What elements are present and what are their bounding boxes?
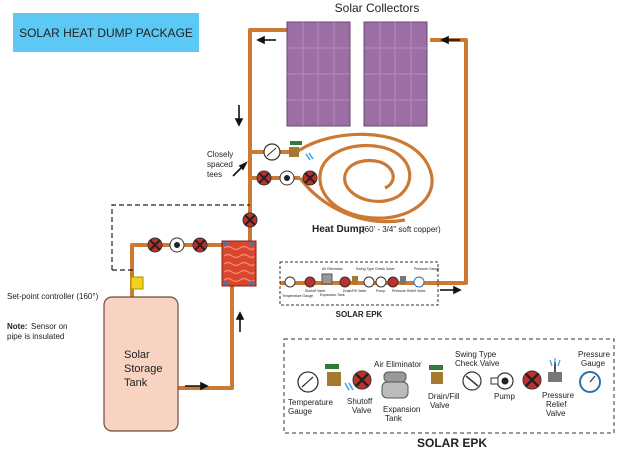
check-valve-icon [462, 371, 482, 391]
solar-collector-left [286, 21, 351, 127]
legend-check-2: Check Valve [455, 359, 500, 368]
tees-label-3: tees [207, 170, 222, 179]
epk-small-item-5: Swing Type Check Valve [356, 267, 394, 271]
small-shutoff-valve-icon [339, 276, 351, 288]
legend-drain-1: Drain/Fill [428, 392, 460, 401]
tees-label-2: spaced [207, 160, 233, 169]
epk-legend: Temperature Gauge Shutoff Valve Air Elim… [283, 338, 615, 434]
epk-small-box: Temperature Gauge Air Eliminator Shutoff… [279, 261, 440, 306]
epk-small-item-8: Pressure Gauge [414, 267, 440, 271]
note-text-2: pipe is insulated [7, 332, 64, 341]
legend-pressure-1: Pressure [578, 350, 611, 359]
tee-check-valve [279, 170, 295, 186]
setpoint-label: Set-point controller (160°) [7, 292, 99, 301]
small-pressure-gauge-icon [413, 276, 425, 288]
flow-arrows [185, 35, 462, 391]
small-relief-valve-icon [400, 276, 406, 284]
tank-label-3: Tank [124, 377, 148, 389]
heat-dump-label: Heat Dump [312, 224, 365, 235]
tee-drain-valve [289, 141, 314, 161]
supply-shutoff-valve-2 [192, 237, 208, 253]
temperature-sensor [130, 276, 144, 290]
small-pump-icon [375, 276, 387, 288]
legend-shutoff-2: Valve [352, 406, 372, 415]
small-shutoff-valve-icon [304, 276, 316, 288]
legend-pressure-2: Gauge [581, 359, 606, 368]
heat-dump-spec: (60' - 3/4" soft copper) [362, 225, 441, 234]
epk-small-item-1: Air Eliminator [322, 267, 344, 271]
temperature-gauge-icon [297, 371, 319, 393]
bypass-shutoff-valve [242, 212, 258, 228]
epk-small-item-4: Drain/Fill Valve [343, 289, 366, 293]
pressure-relief-valve-icon [548, 358, 562, 382]
tee-temperature-gauge [263, 143, 281, 161]
drain-fill-valve-icon [429, 365, 443, 384]
legend-check-1: Swing Type [455, 350, 497, 359]
epk-small-item-0: Temperature Gauge [282, 294, 313, 298]
legend-relief-3: Valve [546, 409, 566, 418]
legend-air-eliminator: Air Eliminator [374, 360, 422, 369]
tee-shutoff-valve-1 [256, 170, 272, 186]
tees-label-1: Closely [207, 150, 233, 159]
note-bold: Note: [7, 322, 27, 331]
epk-small-item-2: Shutoff Valve [305, 289, 326, 293]
small-drain-valve-icon [352, 276, 358, 284]
heat-dump-coil [298, 132, 434, 224]
epk-small-item-6: Pump [376, 289, 385, 293]
shutoff-valve-red-icon [352, 370, 372, 390]
supply-pump [169, 237, 185, 253]
solar-storage-tank: Solar Storage Tank [103, 296, 179, 432]
legend-relief-2: Relief [546, 400, 567, 409]
epk-small-item-3: Expansion Tank [320, 293, 345, 297]
page-title: SOLAR HEAT DUMP PACKAGE [19, 26, 193, 40]
legend-drain-2: Valve [430, 401, 450, 410]
pressure-gauge-icon [579, 371, 601, 393]
epk-small-item-7: Pressure Relief Valve [392, 289, 425, 293]
legend-temp-gauge-2: Gauge [288, 407, 313, 416]
collectors-label: Solar Collectors [335, 1, 420, 15]
small-shutoff-valve-icon [387, 276, 399, 288]
pump-icon [490, 372, 514, 390]
legend-pump: Pump [494, 392, 515, 401]
legend-relief-1: Pressure [542, 391, 575, 400]
title-box [13, 13, 199, 52]
supply-shutoff-valve-1 [147, 237, 163, 253]
small-temperature-gauge-icon [284, 276, 296, 288]
solar-collector-right [363, 21, 428, 127]
small-expansion-tank-icon [321, 273, 333, 285]
tank-label-2: Storage [124, 363, 163, 375]
controller-wire [111, 204, 250, 270]
tee-shutoff-valve-2 [302, 170, 318, 186]
epk-small-title: SOLAR EPK [336, 310, 383, 319]
note-text-1: Sensor on [31, 322, 67, 331]
legend-expansion-1: Expansion [383, 405, 420, 414]
small-check-valve-icon [363, 276, 375, 288]
tank-label-1: Solar [124, 349, 150, 361]
shutoff-valve-icon [325, 364, 354, 391]
shutoff-valve-red-icon-2 [522, 370, 542, 390]
legend-temp-gauge-1: Temperature [288, 398, 333, 407]
heat-exchanger [221, 240, 257, 287]
epk-legend-title: SOLAR EPK [417, 436, 487, 450]
expansion-tank-icon [381, 371, 409, 399]
legend-expansion-2: Tank [385, 414, 403, 423]
legend-shutoff-1: Shutoff [347, 397, 373, 406]
